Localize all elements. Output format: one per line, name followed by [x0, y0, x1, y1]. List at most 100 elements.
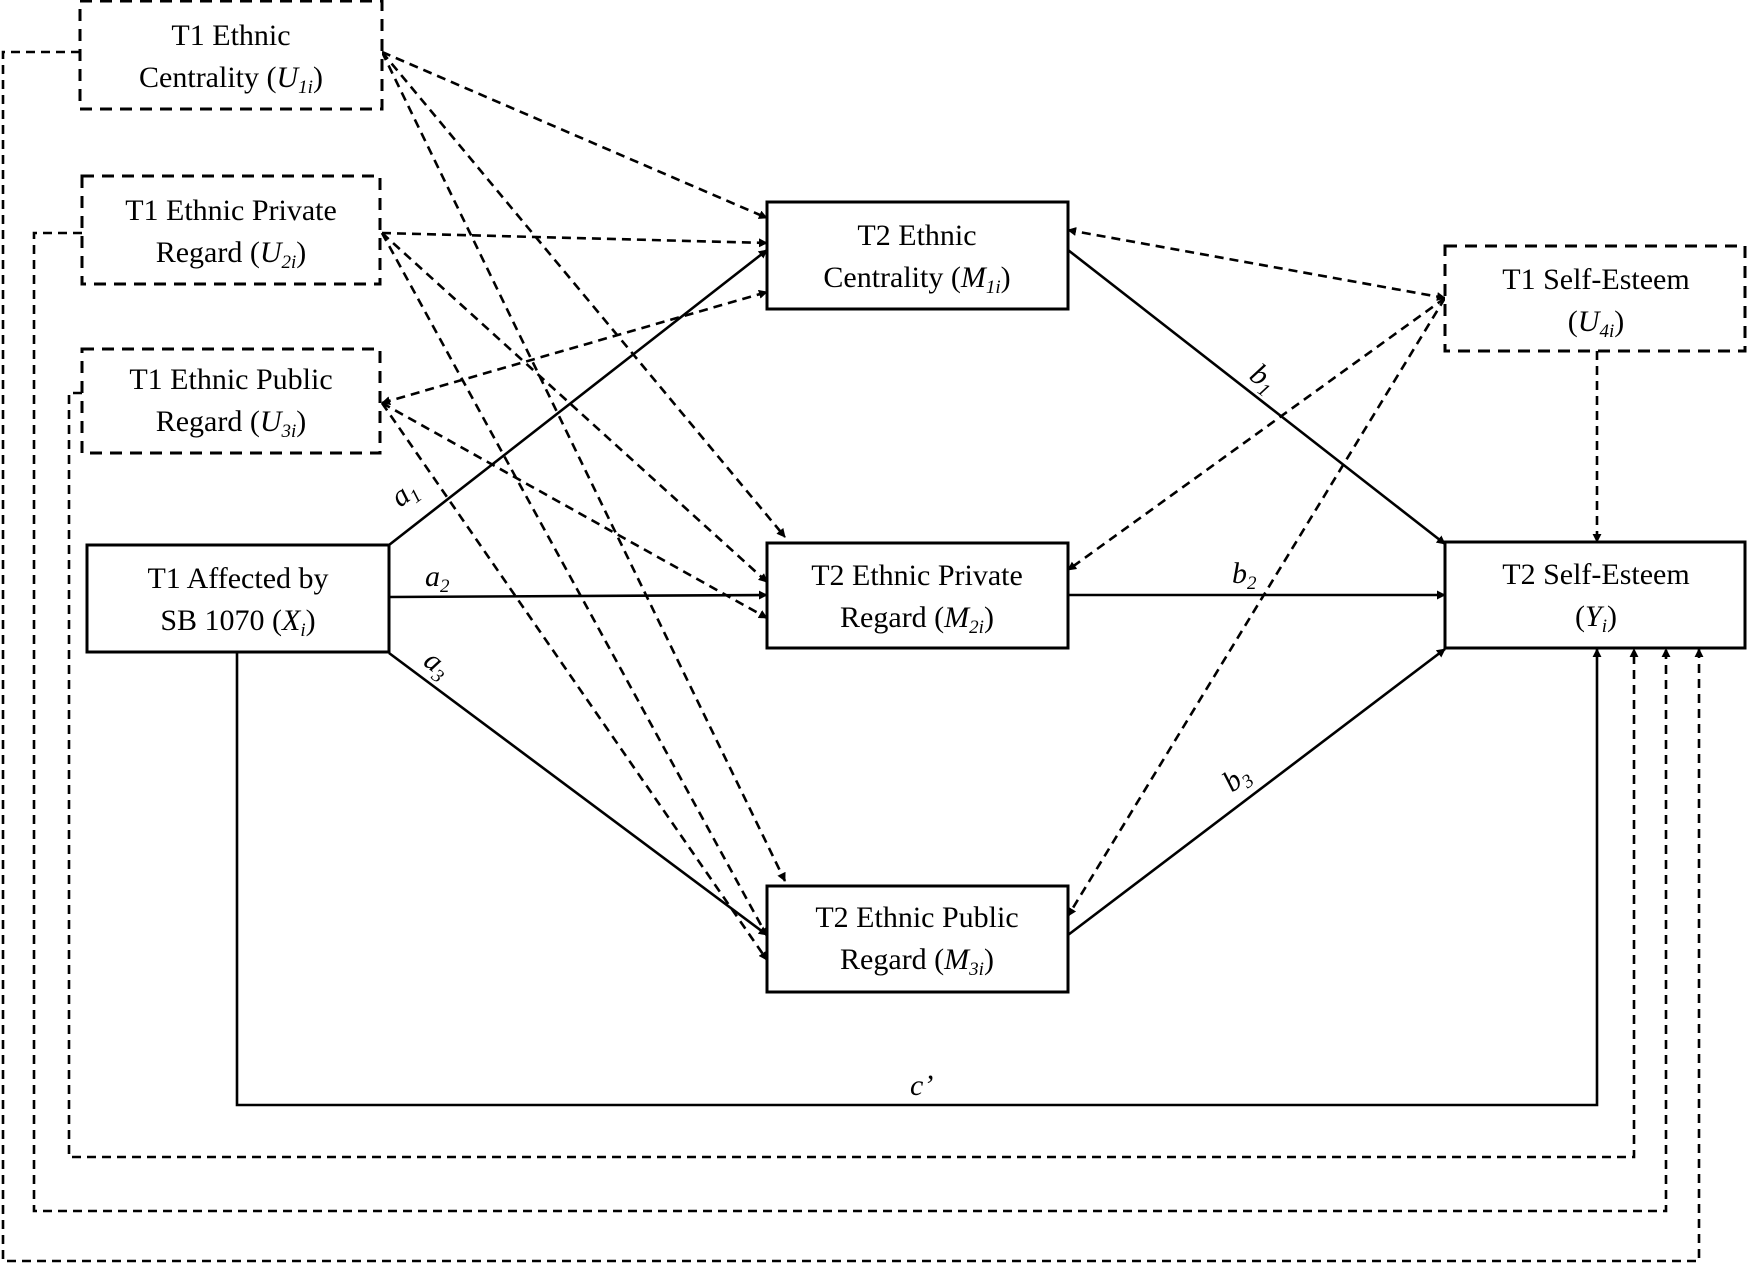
node-y-sub: i	[1602, 616, 1607, 637]
node-m2-close: )	[984, 601, 994, 634]
node-u3-line1: T1 Ethnic Public	[129, 363, 332, 396]
node-m3-var: M	[943, 943, 971, 976]
svg-text:T2 Self-Esteem: T2 Self-Esteem	[1502, 558, 1689, 591]
node-m2-line1: T2 Ethnic Private	[811, 559, 1023, 592]
node-x: T1 Affected by SB 1070 (Xi)	[85, 543, 391, 654]
edge-u2-m3	[380, 232, 769, 937]
edge-u3-m2	[381, 401, 768, 620]
node-m3-sub: 3i	[968, 959, 984, 980]
node-u3-close: )	[296, 405, 306, 438]
node-m1-sub: 1i	[986, 277, 1001, 298]
label-a1: a1	[384, 472, 426, 516]
node-m2: T2 Ethnic Private Regard (M2i)	[765, 541, 1070, 650]
svg-text:Regard (M2i): Regard (M2i)	[840, 601, 994, 638]
node-m3-line1: T2 Ethnic Public	[815, 901, 1018, 934]
edge-u3-m3	[380, 402, 769, 961]
node-u3-var: U	[260, 405, 284, 438]
node-x-close: )	[306, 604, 316, 637]
edge-x-m1	[388, 248, 768, 547]
svg-text:T1 Ethnic: T1 Ethnic	[171, 19, 290, 52]
edge-u4-m1	[1067, 227, 1446, 301]
edge-u1-m3	[380, 51, 787, 882]
node-u4-close: )	[1614, 305, 1624, 338]
node-x-line1: T1 Affected by	[147, 562, 328, 595]
svg-text:T2 Ethnic Private: T2 Ethnic Private	[811, 559, 1023, 592]
node-m2-sub: 2i	[969, 617, 984, 638]
node-u4: T1 Self-Esteem (U4i)	[1443, 244, 1747, 353]
edge-u1-m1	[381, 50, 768, 220]
svg-text:(U4i): (U4i)	[1568, 305, 1624, 342]
edge-x-m3	[388, 651, 768, 937]
label-b2: b2	[1232, 557, 1257, 594]
node-m1-line2: Centrality (	[823, 261, 960, 294]
svg-text:T2 Ethnic: T2 Ethnic	[857, 219, 976, 252]
edge-u1-y	[1, 50, 1704, 1263]
svg-text:Centrality (M1i): Centrality (M1i)	[823, 261, 1010, 298]
edge-u2-m1	[381, 231, 768, 248]
svg-text:Centrality (U1i): Centrality (U1i)	[139, 61, 323, 98]
node-u3-line2: Regard (	[156, 405, 260, 438]
node-x-sub: i	[300, 620, 305, 641]
node-u1: T1 Ethnic Centrality (U1i)	[78, 0, 384, 111]
node-u4-line2: (	[1568, 305, 1578, 338]
covariate-paths	[1, 50, 1704, 1263]
node-u1-line2: Centrality (	[139, 61, 276, 94]
node-u4-sub: 4i	[1599, 321, 1614, 342]
node-u2-close: )	[296, 236, 306, 269]
svg-text:T1 Ethnic Private: T1 Ethnic Private	[125, 194, 337, 227]
structural-paths	[235, 248, 1602, 1107]
label-b1: b1	[1241, 357, 1283, 401]
node-m2-line2: Regard (	[840, 601, 944, 634]
node-m3-line2: Regard (	[840, 943, 944, 976]
node-u1-close: )	[313, 61, 323, 94]
node-u2: T1 Ethnic Private Regard (U2i)	[80, 174, 382, 286]
edge-m1-y	[1067, 248, 1446, 546]
node-u2-sub: 2i	[282, 252, 297, 273]
edge-u3-y	[67, 391, 1639, 1159]
svg-text:T1 Self-Esteem: T1 Self-Esteem	[1502, 263, 1689, 296]
svg-text:Regard (U3i): Regard (U3i)	[156, 405, 307, 442]
edge-u4-m3	[1066, 297, 1447, 917]
node-u3-sub: 3i	[281, 421, 297, 442]
node-u4-line1: T1 Self-Esteem	[1502, 263, 1689, 296]
node-y-close: )	[1607, 600, 1617, 633]
edge-u2-m2	[381, 232, 768, 583]
node-u2-var: U	[260, 236, 284, 269]
svg-text:(Yi): (Yi)	[1575, 600, 1617, 637]
node-y-line1: T2 Self-Esteem	[1502, 558, 1689, 591]
node-y-line2: (	[1575, 600, 1585, 633]
node-x-var: X	[281, 604, 302, 637]
node-m1-var: M	[960, 261, 988, 294]
node-u1-sub: 1i	[298, 77, 313, 98]
node-u2-line2: Regard (	[156, 236, 260, 269]
node-u2-line1: T1 Ethnic Private	[125, 194, 337, 227]
node-u3: T1 Ethnic Public Regard (U3i)	[80, 347, 382, 455]
edge-x-m2	[388, 590, 768, 600]
svg-text:Regard (M3i): Regard (M3i)	[840, 943, 994, 980]
node-y-var: Y	[1585, 600, 1605, 633]
label-a2: a2	[425, 560, 450, 597]
node-m3-close: )	[984, 943, 994, 976]
svg-text:T1 Affected by: T1 Affected by	[147, 562, 328, 595]
node-u1-var: U	[277, 61, 301, 94]
node-m1-line1: T2 Ethnic	[857, 219, 976, 252]
svg-text:T1 Ethnic Public: T1 Ethnic Public	[129, 363, 332, 396]
node-m1-close: )	[1001, 261, 1011, 294]
node-y: T2 Self-Esteem (Yi)	[1443, 540, 1747, 650]
svg-text:Regard (U2i): Regard (U2i)	[156, 236, 307, 273]
label-c-prime: c’	[910, 1069, 933, 1102]
label-a3: a3	[415, 643, 457, 687]
node-x-line2: SB 1070 (	[160, 604, 282, 637]
edge-x-y	[235, 648, 1602, 1107]
edge-u2-y	[32, 231, 1671, 1213]
svg-text:T2 Ethnic Public: T2 Ethnic Public	[815, 901, 1018, 934]
edge-u4-m2	[1067, 296, 1446, 572]
node-m3: T2 Ethnic Public Regard (M3i)	[765, 884, 1070, 994]
node-m2-var: M	[943, 601, 971, 634]
node-m1: T2 Ethnic Centrality (M1i)	[765, 200, 1070, 311]
node-u4-var: U	[1578, 305, 1602, 338]
edge-m3-y	[1067, 647, 1446, 937]
edge-u3-m1	[381, 289, 768, 406]
svg-text:SB 1070 (Xi): SB 1070 (Xi)	[160, 604, 315, 641]
